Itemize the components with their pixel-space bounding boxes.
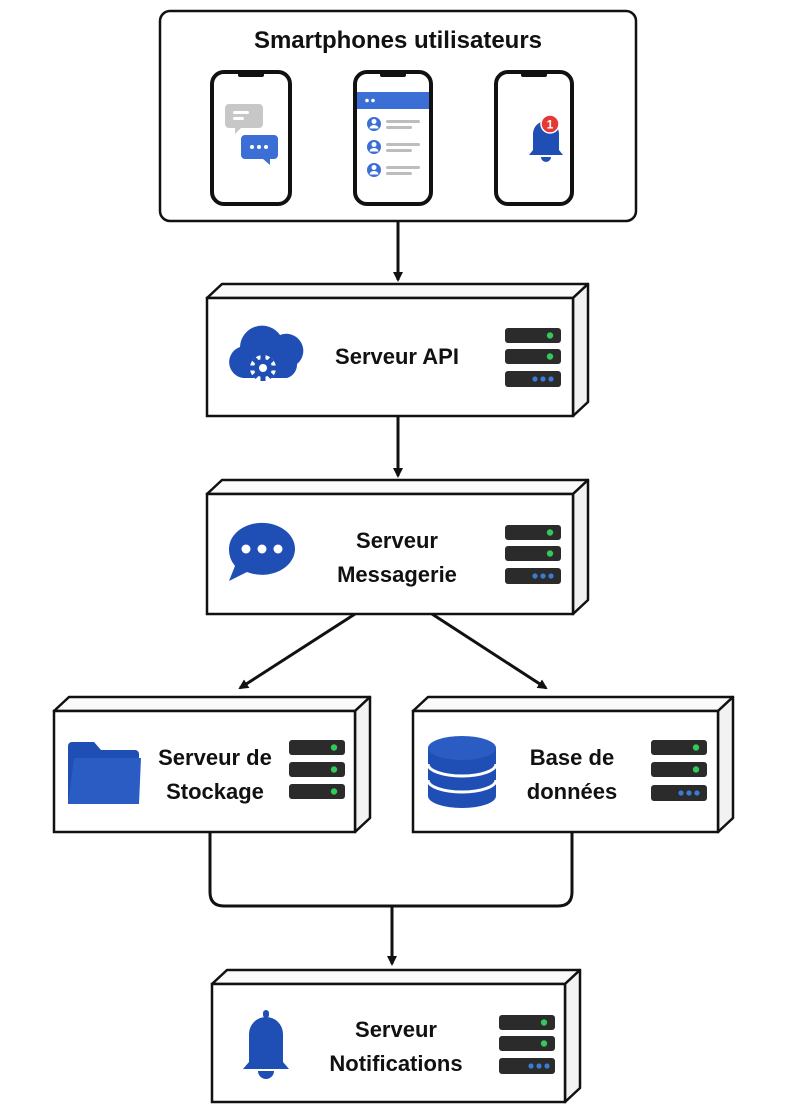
phone-contacts (353, 70, 433, 206)
smartphones-title: Smartphones utilisateurs (254, 27, 542, 54)
folder-icon (68, 742, 141, 804)
cloud-gear-icon (229, 325, 304, 381)
bell-with-badge-icon (529, 114, 563, 162)
database-icon (426, 736, 498, 808)
server-rack-icon (289, 740, 345, 799)
server-rack-icon (499, 1015, 555, 1074)
server-database: Base de données (411, 695, 735, 834)
arrow-messaging-to-storage (238, 612, 356, 690)
smartphones-panel: Smartphones utilisateurs (158, 9, 638, 223)
server-api: Serveur API (205, 282, 590, 418)
server-storage: Serveur de Stockage (52, 695, 372, 834)
server-notifications: Serveur Notifications (210, 968, 582, 1104)
chat-bubbles-icon (225, 104, 278, 165)
arrow-messaging-to-database (431, 612, 548, 690)
contacts-list-icon (357, 92, 429, 177)
server-rack-icon (505, 328, 561, 387)
server-messaging-label-line2: Messagerie (337, 562, 457, 587)
server-notifications-label-line2: Notifications (329, 1051, 462, 1076)
server-storage-label-line2: Stockage (166, 779, 264, 804)
server-database-label-line2: données (527, 779, 617, 804)
phone-notification: 1 (494, 70, 574, 206)
server-api-label: Serveur API (335, 344, 459, 369)
notification-badge-count: 1 (547, 118, 554, 132)
server-storage-label-line1: Serveur de (158, 745, 272, 770)
bell-icon (243, 1010, 289, 1079)
phone-chat (210, 70, 292, 206)
server-messaging-label-line1: Serveur (356, 528, 438, 553)
server-rack-icon (505, 525, 561, 584)
server-notifications-label-line1: Serveur (355, 1017, 437, 1042)
chat-bubble-icon (228, 522, 295, 581)
merge-connector (208, 832, 574, 908)
server-rack-icon (651, 740, 707, 801)
server-messaging: Serveur Messagerie (205, 478, 590, 616)
server-database-label-line1: Base de (530, 745, 614, 770)
connectors (208, 221, 574, 966)
